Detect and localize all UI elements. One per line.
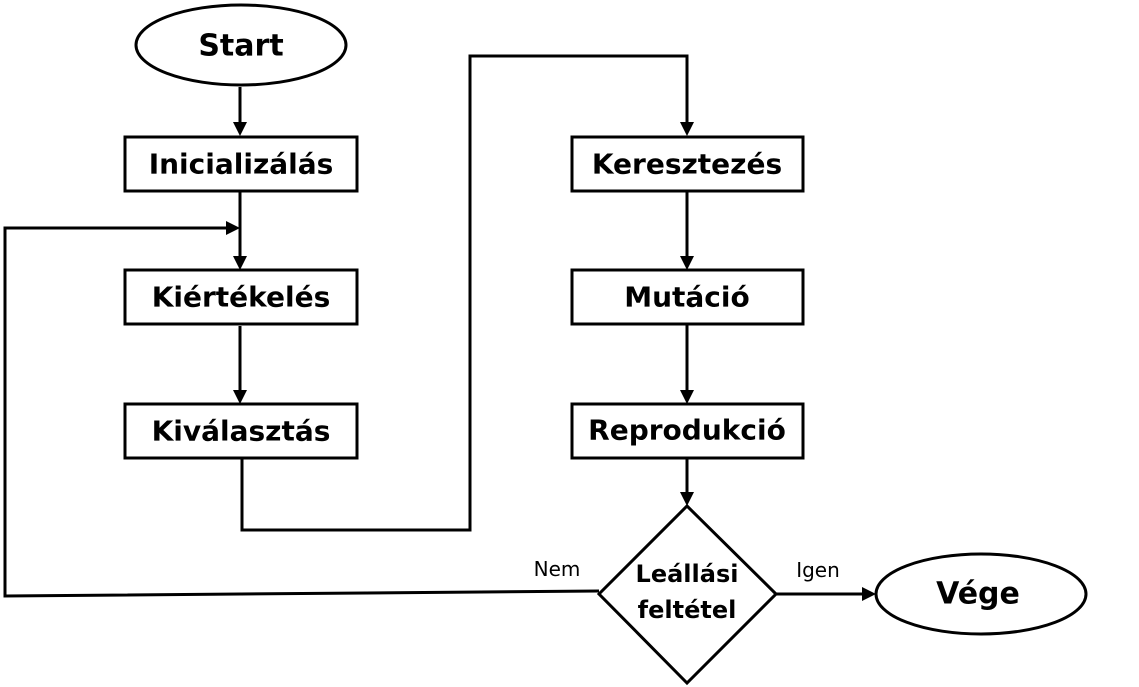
select-process-box <box>123 402 359 460</box>
mutation-label: Mutáció <box>624 281 750 314</box>
arrowhead-crossover <box>680 122 694 136</box>
connector-select-to-crossover <box>240 54 689 532</box>
node-mutation: Mutáció <box>570 268 805 326</box>
edge-label-no: Nem <box>534 557 581 581</box>
init-label: Inicializálás <box>149 148 334 181</box>
stop-decision-diamond <box>596 503 779 686</box>
evaluate-label: Kiértékelés <box>152 281 331 314</box>
node-evaluate: Kiértékelés <box>123 268 359 326</box>
arrowhead-loop <box>226 221 240 235</box>
node-start: Start <box>134 3 348 87</box>
node-init: Inicializálás <box>123 135 359 193</box>
arrowhead-reproduction <box>680 390 694 404</box>
arrowhead-stop <box>680 492 694 506</box>
arrowhead-init <box>233 122 247 136</box>
init-process-box <box>123 135 359 193</box>
connectors <box>3 54 876 601</box>
crossover-label: Keresztezés <box>592 148 782 181</box>
node-select: Kiválasztás <box>123 402 359 460</box>
node-stop-condition: Leállási feltétel <box>596 503 779 686</box>
stop-label-line2: feltétel <box>638 596 737 624</box>
arrowhead-evaluate <box>233 256 247 270</box>
connector-stop-to-evaluate <box>3 226 600 598</box>
end-terminal-shape <box>874 552 1088 636</box>
arrowhead-mutation <box>680 256 694 270</box>
mutation-process-box <box>570 268 805 326</box>
stop-label-line1: Leállási <box>636 560 739 588</box>
start-terminal-shape <box>134 3 348 87</box>
crossover-process-box <box>570 135 805 193</box>
arrowhead-end <box>862 587 876 601</box>
edge-label-yes: Igen <box>796 558 840 582</box>
start-label: Start <box>198 29 283 64</box>
evaluate-process-box <box>123 268 359 326</box>
reproduction-label: Reprodukció <box>588 414 786 447</box>
arrowhead-select <box>233 390 247 404</box>
node-crossover: Keresztezés <box>570 135 805 193</box>
end-label: Vége <box>936 577 1020 612</box>
select-label: Kiválasztás <box>152 415 331 448</box>
node-reproduction: Reprodukció <box>570 402 805 460</box>
node-end: Vége <box>874 552 1088 636</box>
reproduction-process-box <box>570 402 805 460</box>
